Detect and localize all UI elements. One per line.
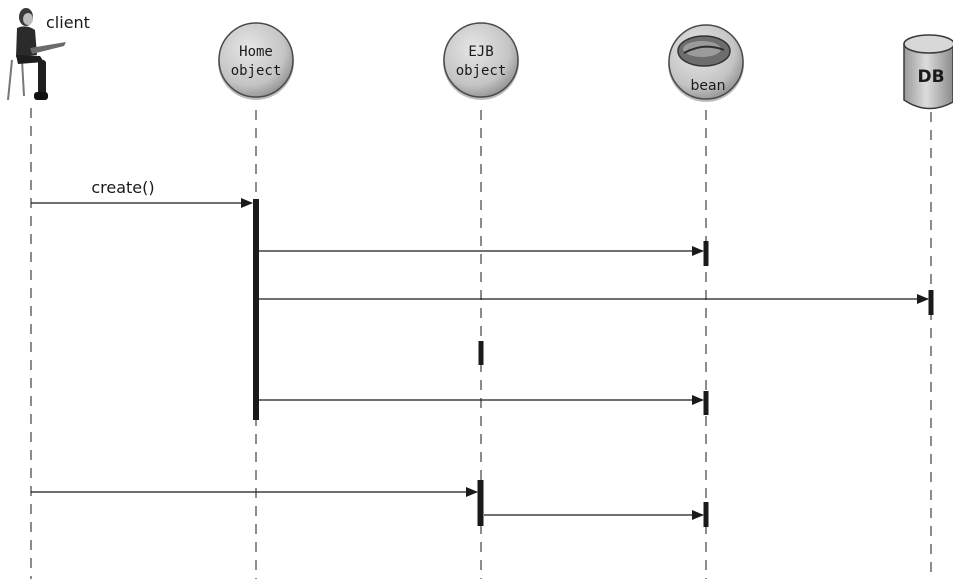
db-label: DB [917, 67, 944, 87]
ejb-activation-bar-2 [477, 480, 484, 526]
home-object-label-line2: object [231, 63, 282, 79]
activations [253, 199, 934, 527]
bean-node: bean [668, 24, 744, 102]
bean-activation-bar-1 [703, 241, 709, 266]
ejb-object-label-line2: object [456, 63, 507, 79]
client-label: client [46, 13, 90, 32]
client-person-icon [7, 8, 66, 101]
bean-activation-bar-2 [703, 391, 709, 415]
bean-label: bean [691, 78, 726, 94]
messages [31, 198, 929, 520]
create-message-label: create() [91, 178, 154, 197]
bean-activation-bar-3 [703, 502, 709, 527]
ejb-activation-bar-1 [478, 341, 484, 365]
database-icon: DB [903, 34, 953, 110]
db-activation-bar [928, 290, 934, 315]
home-activation-bar [253, 199, 259, 420]
bean-icon [677, 35, 731, 67]
home-object-label-line1: Home [239, 44, 273, 60]
ejb-object-label-line1: EJB [468, 44, 493, 60]
ejb-object-node: EJB object [443, 22, 519, 100]
home-object-node: Home object [218, 22, 294, 100]
